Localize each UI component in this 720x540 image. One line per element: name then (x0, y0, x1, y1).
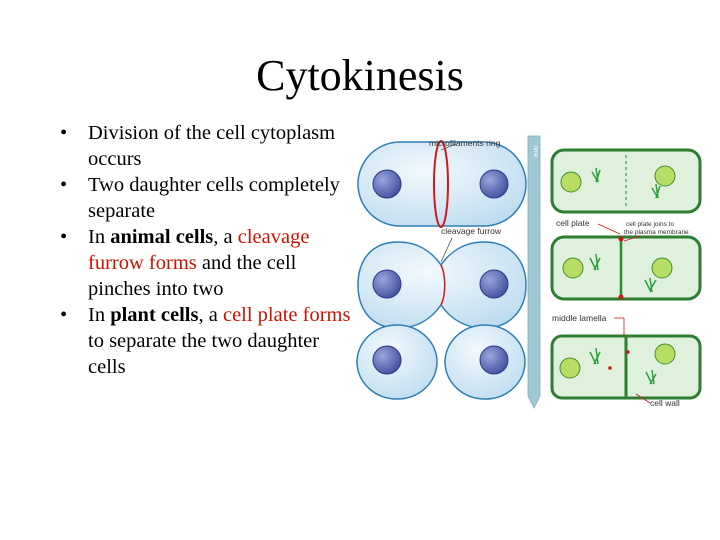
cell-plate-joins-label: cell plate joins to (626, 221, 674, 228)
plant-stage-2 (550, 235, 702, 301)
animal-stage-3 (356, 324, 526, 400)
plant-cell (550, 235, 702, 301)
slide-title: Cytokinesis (256, 51, 464, 100)
spindle (651, 183, 661, 199)
bullet-item: • In plant cells, a cell plate forms to s… (58, 302, 358, 380)
label-pointer (440, 237, 453, 263)
nucleus (372, 169, 402, 199)
spindle (645, 369, 657, 385)
plant-cell-figure: cell plate cell plate joins to the plasm… (550, 148, 702, 408)
time-arrow: time (527, 135, 541, 409)
bullet-dot: • (60, 226, 68, 248)
bullet-text-run: In (88, 226, 111, 248)
cleavage-ring (440, 264, 446, 306)
plate-junction-marker (618, 294, 624, 300)
cleavage-furrow-label: cleavage furrow (441, 226, 502, 236)
bullet-text-run: Two daughter cells completely separate (88, 174, 340, 222)
chloroplast (654, 343, 676, 365)
bullet-dot: • (60, 122, 68, 144)
spindle (591, 167, 601, 183)
bullet-text-run: , a (213, 226, 238, 248)
bold-term: animal cells (110, 226, 214, 248)
chloroplast (559, 357, 581, 379)
bullet-item: • Two daughter cells completely separate (58, 172, 358, 224)
bullet-text-run: Division of the cell cytoplasm occurs (88, 122, 336, 170)
plant-stage-3 (550, 334, 702, 400)
bullet-list: • Division of the cell cytoplasm occurs •… (58, 120, 358, 380)
chloroplast (562, 257, 584, 279)
nucleus (372, 345, 402, 375)
plasma-membrane-label: the plasma membrane (624, 229, 689, 236)
chloroplast (654, 165, 676, 187)
bullet-dot: • (60, 174, 68, 196)
bullet-dot: • (60, 304, 68, 326)
bold-term: plant cells (110, 304, 199, 326)
animal-stage-1: microfilaments ring (357, 138, 527, 228)
chloroplast (651, 257, 673, 279)
bullet-text-run: , a (198, 304, 223, 326)
bullet-item: • In animal cells, a cleavage furrow form… (58, 224, 358, 302)
spindle (644, 277, 657, 293)
cell-wall-label: cell wall (650, 398, 680, 408)
highlight-term: cell plate forms (222, 304, 351, 326)
nucleus (372, 269, 402, 299)
microfilaments-ring-label: microfilaments ring (429, 138, 501, 148)
highlight-term: cleavage furrow forms (88, 226, 310, 274)
middle-lamella-label: middle lamella (552, 313, 607, 323)
label-pointer (440, 143, 457, 151)
spindle (589, 347, 601, 365)
nucleus (479, 269, 509, 299)
bullet-item: • Division of the cell cytoplasm occurs (58, 120, 358, 172)
nucleus (479, 345, 509, 375)
nucleus (479, 169, 509, 199)
bullet-text-run: to separate the two daughter cells (88, 330, 320, 378)
plate-junction-marker (618, 236, 624, 242)
spindle (589, 253, 601, 271)
time-arrow-label: time (532, 146, 538, 158)
bullet-text-run: and the cell pinches into two (88, 252, 297, 300)
bullet-text-run: In (88, 304, 111, 326)
cell-plate-label: cell plate (556, 218, 590, 228)
plant-labels: cell plate cell plate joins to the plasm… (552, 218, 689, 408)
microfilaments-ring (433, 140, 449, 228)
animal-stage-2: cleavage furrow (357, 226, 527, 329)
plant-stage-1 (550, 148, 702, 214)
cytokinesis-figure: microfilaments ring cleavage furrow time (356, 135, 541, 409)
chloroplast (560, 171, 582, 193)
